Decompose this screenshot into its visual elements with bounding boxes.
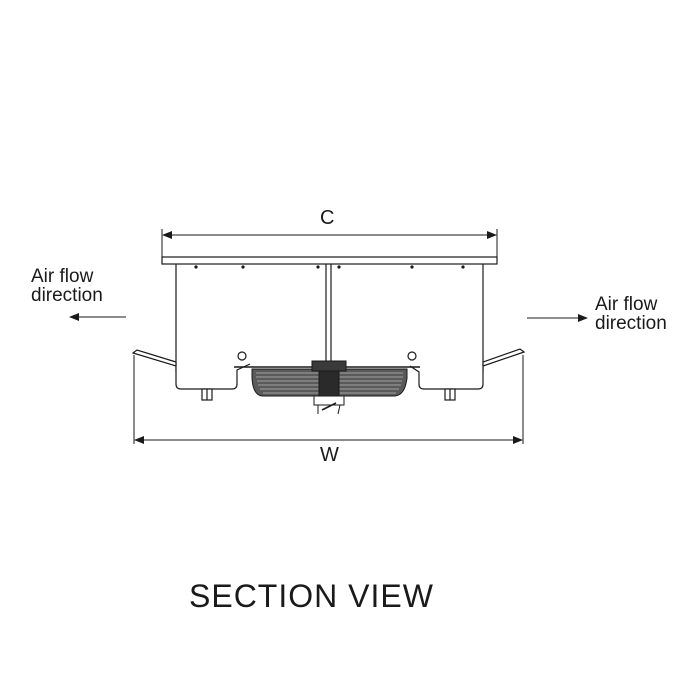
airflow-right-line2: direction [595,313,667,334]
airflow-right-line1: Air flow [595,294,658,315]
housing [175,264,484,372]
rivets [194,265,465,269]
page-title: SECTION VIEW [189,578,434,614]
airflow-left-line1: Air flow [31,266,94,287]
airflow-right-label: Air flow direction [595,295,667,333]
dimension-c-label: C [320,207,335,229]
left-flap [131,349,177,367]
airflow-left-line2: direction [31,285,103,306]
dimension-w-label: W [320,444,339,466]
airflow-left-label: Air flow direction [31,267,103,305]
dimension-w [133,355,524,444]
top-plate [161,256,498,265]
left-drain-box [175,351,251,401]
right-flap [482,348,526,367]
fan-assembly [234,360,420,415]
dimension-c [161,229,498,257]
right-drain-box [407,351,484,401]
